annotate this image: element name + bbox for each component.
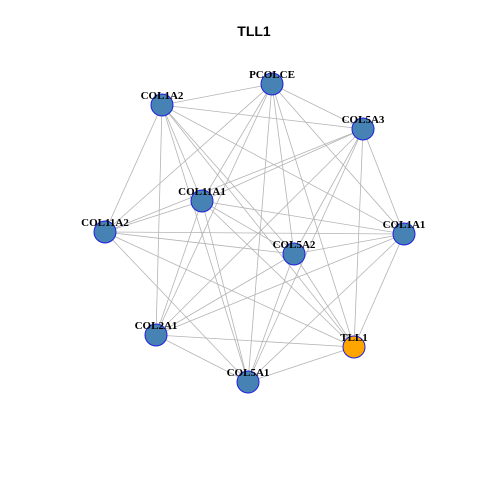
edge-pcolce-col5a3 (271, 83, 364, 130)
edge-col11a2-col5a1 (104, 231, 249, 383)
edge-col11a1-tll1 (201, 200, 355, 348)
edge-pcolce-col1a1 (271, 83, 405, 235)
edge-col1a1-col2a1 (155, 233, 405, 336)
node-label-col5a1: COL5A1 (227, 367, 270, 379)
edge-col1a2-col1a1 (161, 104, 405, 235)
edge-col1a1-col5a2 (293, 233, 405, 255)
node-col5a2[interactable] (282, 242, 306, 266)
edge-pcolce-col11a2 (104, 83, 273, 233)
edge-col1a2-col11a2 (104, 104, 163, 233)
edge-col5a3-col5a1 (247, 128, 364, 383)
edge-col1a2-col5a3 (161, 104, 364, 130)
node-label-col2a1: COL2A1 (135, 320, 178, 332)
node-tll1[interactable] (342, 335, 366, 359)
edge-col1a1-tll1 (353, 233, 405, 348)
edge-pcolce-col2a1 (155, 83, 273, 336)
node-label-col5a2: COL5A2 (273, 239, 316, 251)
edge-col1a2-col5a2 (161, 104, 295, 255)
edge-col11a2-col5a2 (104, 231, 295, 255)
edge-col11a1-col5a1 (201, 200, 249, 383)
edge-col5a2-tll1 (293, 253, 355, 348)
edge-col2a1-tll1 (155, 334, 355, 348)
edge-col11a1-col5a2 (201, 200, 295, 255)
edge-col11a1-col2a1 (155, 200, 203, 336)
node-col11a2[interactable] (93, 220, 117, 244)
edge-pcolce-col5a2 (271, 83, 295, 255)
edge-pcolce-tll1 (271, 83, 355, 348)
node-label-col5a3: COL5A3 (342, 114, 385, 126)
edge-col5a3-col11a2 (104, 128, 364, 233)
edge-col1a2-col2a1 (155, 104, 163, 336)
edge-col5a3-col1a1 (362, 128, 405, 235)
edge-col5a3-tll1 (353, 128, 364, 348)
edge-tll1-col5a1 (247, 346, 355, 383)
node-col1a2[interactable] (150, 93, 174, 117)
node-label-tll1: TLL1 (340, 332, 368, 344)
node-label-col11a1: COL11A1 (178, 186, 226, 198)
graph-title: TLL1 (237, 23, 271, 39)
edge-col1a1-col5a1 (247, 233, 405, 383)
edge-col11a1-col1a1 (201, 200, 405, 235)
edges-layer (104, 83, 405, 383)
edge-col2a1-col5a1 (155, 334, 249, 383)
edge-col1a2-col11a1 (161, 104, 203, 202)
edge-col5a3-col2a1 (155, 128, 364, 336)
node-col5a1[interactable] (236, 370, 260, 394)
node-label-col1a2: COL1A2 (141, 90, 184, 102)
edge-col5a2-col2a1 (155, 253, 295, 336)
edge-col11a2-col1a1 (104, 231, 405, 235)
edge-col11a2-tll1 (104, 231, 355, 348)
node-label-col1a1: COL1A1 (383, 219, 426, 231)
edge-pcolce-col1a2 (161, 83, 273, 106)
node-col5a3[interactable] (351, 117, 375, 141)
edge-col1a2-tll1 (161, 104, 355, 348)
edge-col5a3-col11a1 (201, 128, 364, 202)
node-col2a1[interactable] (144, 323, 168, 347)
node-col11a1[interactable] (190, 189, 214, 213)
node-pcolce[interactable] (260, 72, 284, 96)
nodes-layer (93, 72, 416, 394)
node-label-col11a2: COL11A2 (81, 217, 129, 229)
node-label-pcolce: PCOLCE (249, 69, 295, 81)
edge-col5a2-col5a1 (247, 253, 295, 383)
edge-col11a1-col11a2 (104, 200, 203, 233)
edge-pcolce-col11a1 (201, 83, 273, 202)
node-col1a1[interactable] (392, 222, 416, 246)
